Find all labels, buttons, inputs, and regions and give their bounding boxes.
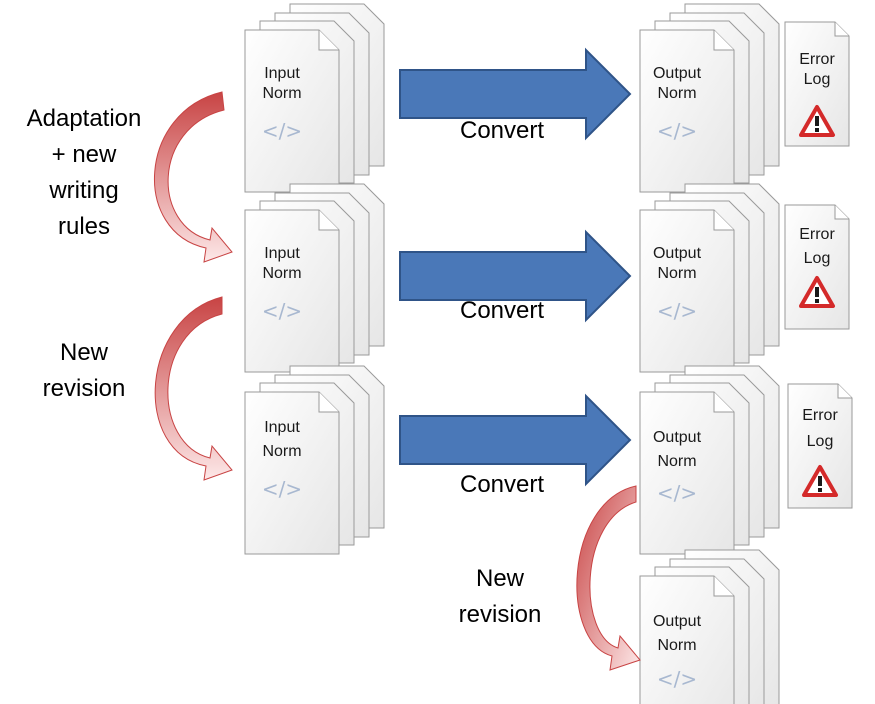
output-norm-line2: Norm (657, 637, 696, 654)
curved-arrow-new-revision-2 (576, 485, 641, 671)
adaptation-label: Adaptation + new writing rules (27, 105, 142, 240)
svg-text:+ new: + new (52, 141, 117, 168)
input-norm-stack: Input Norm </> (244, 365, 385, 555)
input-norm-stack: Input Norm </> (244, 183, 385, 373)
output-norm-line1: Output (653, 65, 702, 82)
input-norm-line1: Input (264, 419, 300, 436)
code-icon: </> (657, 299, 697, 323)
output-norm-line2: Norm (657, 265, 696, 282)
code-icon: </> (262, 477, 302, 501)
input-norm-line1: Input (264, 245, 300, 262)
svg-text:writing: writing (48, 177, 118, 204)
input-norm-line2: Norm (262, 85, 301, 102)
error-log-doc: Error Log (784, 21, 850, 147)
input-norm-line1: Input (264, 65, 300, 82)
error-log-line1: Error (799, 51, 835, 68)
code-icon: </> (262, 299, 302, 323)
row-3: Input Norm </> Convert Output Norm </> E… (244, 365, 853, 555)
code-icon: </> (657, 481, 697, 505)
output-norm-stack: Output Norm </> (639, 3, 780, 193)
input-norm-line2: Norm (262, 443, 301, 460)
new-revision-label-2: New revision (459, 565, 542, 628)
new-revision-label-1: New revision (43, 339, 126, 402)
output-norm-line2: Norm (657, 85, 696, 102)
svg-text:rules: rules (58, 213, 110, 240)
convert-label: Convert (460, 297, 544, 324)
error-log-line1: Error (799, 226, 835, 243)
curved-arrow-adaptation (153, 91, 233, 263)
input-norm-stack: Input Norm </> (244, 3, 385, 193)
error-log-line2: Log (807, 433, 834, 450)
row-2: Input Norm </> Convert Output Norm </> E… (244, 183, 850, 373)
svg-text:revision: revision (43, 375, 126, 402)
error-log-line1: Error (802, 407, 838, 424)
output-norm-line1: Output (653, 613, 702, 630)
output-norm-line2: Norm (657, 453, 696, 470)
input-norm-line2: Norm (262, 265, 301, 282)
svg-text:New: New (476, 565, 525, 592)
convert-label: Convert (460, 471, 544, 498)
error-log-line2: Log (804, 250, 831, 267)
svg-text:Adaptation: Adaptation (27, 105, 142, 132)
svg-text:revision: revision (459, 601, 542, 628)
revised-output-norm-stack: Output Norm </> (639, 549, 780, 704)
code-icon: </> (262, 119, 302, 143)
error-log-doc: Error Log (787, 383, 853, 509)
output-norm-stack: Output Norm </> (639, 365, 780, 555)
output-norm-line1: Output (653, 429, 702, 446)
convert-label: Convert (460, 117, 544, 144)
code-icon: </> (657, 667, 697, 691)
row-1: Input Norm </> Convert Output Norm </> E… (244, 3, 850, 193)
error-log-doc: Error Log (784, 204, 850, 330)
error-log-line2: Log (804, 71, 831, 88)
code-icon: </> (657, 119, 697, 143)
output-norm-stack: Output Norm </> (639, 183, 780, 373)
svg-text:New: New (60, 339, 109, 366)
curved-arrow-new-revision-1 (154, 296, 233, 481)
output-norm-line1: Output (653, 245, 702, 262)
